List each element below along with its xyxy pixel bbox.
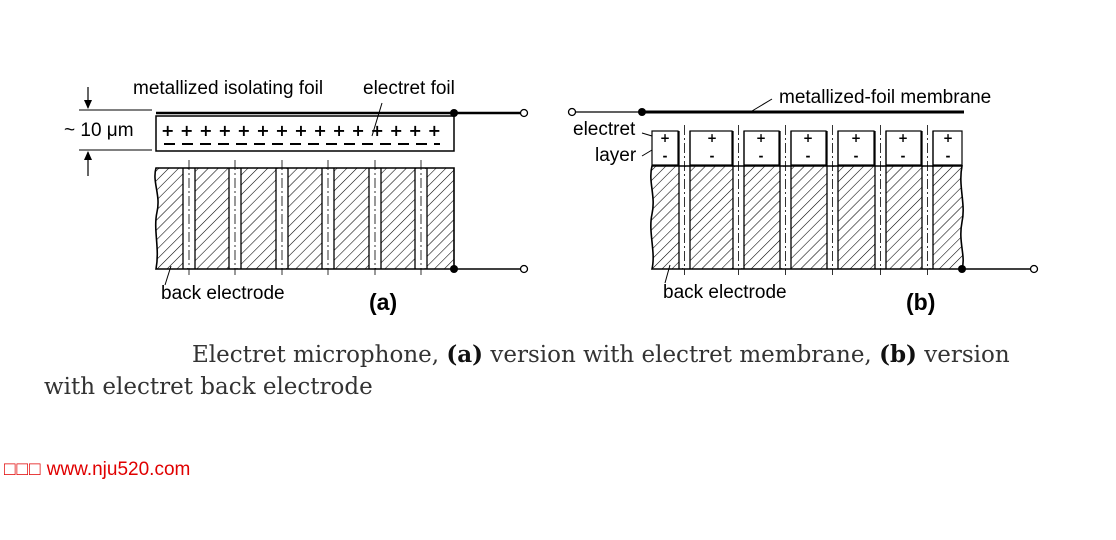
svg-text:+: + (898, 131, 908, 145)
label-thickness: ~ 10 μm (64, 120, 134, 141)
membrane-b (567, 98, 964, 117)
caption-bold-b: (b) (879, 341, 917, 368)
svg-text:-: - (854, 149, 859, 163)
caption-line-1: Electret microphone, (a) version with el… (192, 343, 1010, 367)
svg-text:-: - (806, 149, 811, 163)
back-electrode-a (154, 160, 529, 286)
label-electret-layer-line1: electret (573, 119, 636, 140)
panel-label-b: (b) (906, 289, 936, 315)
watermark-boxes: □□□ (4, 459, 42, 480)
svg-text:-: - (663, 149, 668, 163)
svg-text:+: + (943, 131, 953, 145)
electret-layer-b: + - + - + - + - + - + - + - (641, 130, 963, 166)
label-metallized-isolating-foil: metallized isolating foil (133, 78, 324, 99)
label-back-electrode-a: back electrode (161, 283, 285, 304)
label-back-electrode-b: back electrode (663, 282, 787, 303)
watermark-url[interactable]: www.nju520.com (46, 459, 191, 480)
svg-text:-: - (946, 149, 951, 163)
svg-text:+: + (803, 131, 813, 145)
label-electret-foil: electret foil (363, 78, 455, 99)
back-electrode-b (650, 125, 1039, 284)
svg-text:+: + (851, 131, 861, 145)
membrane-a: + + + + + + + + + + + + + + + (155, 102, 529, 152)
watermark: □□□ www.nju520.com (4, 459, 190, 481)
caption-line-2: with electret back electrode (44, 374, 373, 400)
caption-text-3: version (916, 342, 1010, 368)
svg-text:+ + + + + + + + + + + + + + +: + + + + + + + + + + + + + + + (161, 121, 441, 140)
thickness-dimension (79, 87, 152, 176)
diagram-b: + - + - + - + - + - + - + - (567, 98, 1039, 284)
svg-text:+: + (756, 131, 766, 145)
caption-text-1: Electret microphone, (192, 342, 447, 368)
caption-bold-a: (a) (446, 341, 484, 368)
caption-text-2: version with electret membrane, (483, 342, 880, 368)
label-metallized-foil-membrane: metallized-foil membrane (779, 87, 992, 108)
svg-text:-: - (901, 149, 906, 163)
label-electret-layer-line2: layer (595, 145, 637, 166)
panel-label-a: (a) (369, 289, 398, 315)
svg-text:-: - (759, 149, 764, 163)
svg-text:+: + (707, 131, 717, 145)
svg-text:+: + (660, 131, 670, 145)
back-electrode-a-holes (183, 169, 427, 268)
diagram-a: + + + + + + + + + + + + + + + (79, 87, 529, 286)
svg-text:-: - (710, 149, 715, 163)
